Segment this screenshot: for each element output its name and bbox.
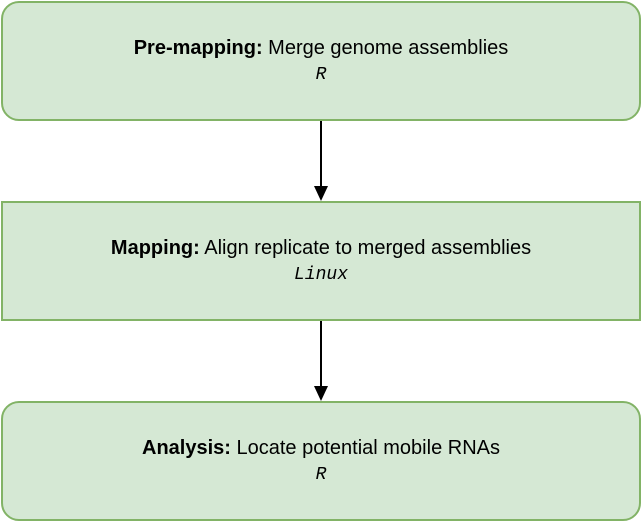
mapping-tool-label: Linux <box>293 265 348 285</box>
analysis-step-title: Analysis: Locate potential mobile RNAs <box>142 435 500 461</box>
premapping-tool-label: R <box>315 65 327 85</box>
mapping-description: Align replicate to merged assemblies <box>199 237 532 259</box>
premapping-description: Merge genome assemblies <box>262 37 509 59</box>
premapping-stage-label: Pre-mapping: <box>133 37 263 59</box>
mapping-step-box: Mapping: Align replicate to merged assem… <box>1 201 641 321</box>
mapping-stage-label: Mapping: <box>110 237 200 259</box>
arrow-premapping-to-mapping <box>314 121 328 201</box>
premapping-step-box: Pre-mapping: Merge genome assemblies R <box>1 1 641 121</box>
premapping-step-title: Pre-mapping: Merge genome assemblies <box>134 35 509 61</box>
mapping-step-title: Mapping: Align replicate to merged assem… <box>111 235 531 261</box>
analysis-stage-label: Analysis: <box>142 437 231 459</box>
analysis-description: Locate potential mobile RNAs <box>230 437 500 459</box>
arrow-mapping-to-analysis <box>314 321 328 401</box>
analysis-step-box: Analysis: Locate potential mobile RNAs R <box>1 401 641 521</box>
analysis-tool-label: R <box>315 465 327 485</box>
